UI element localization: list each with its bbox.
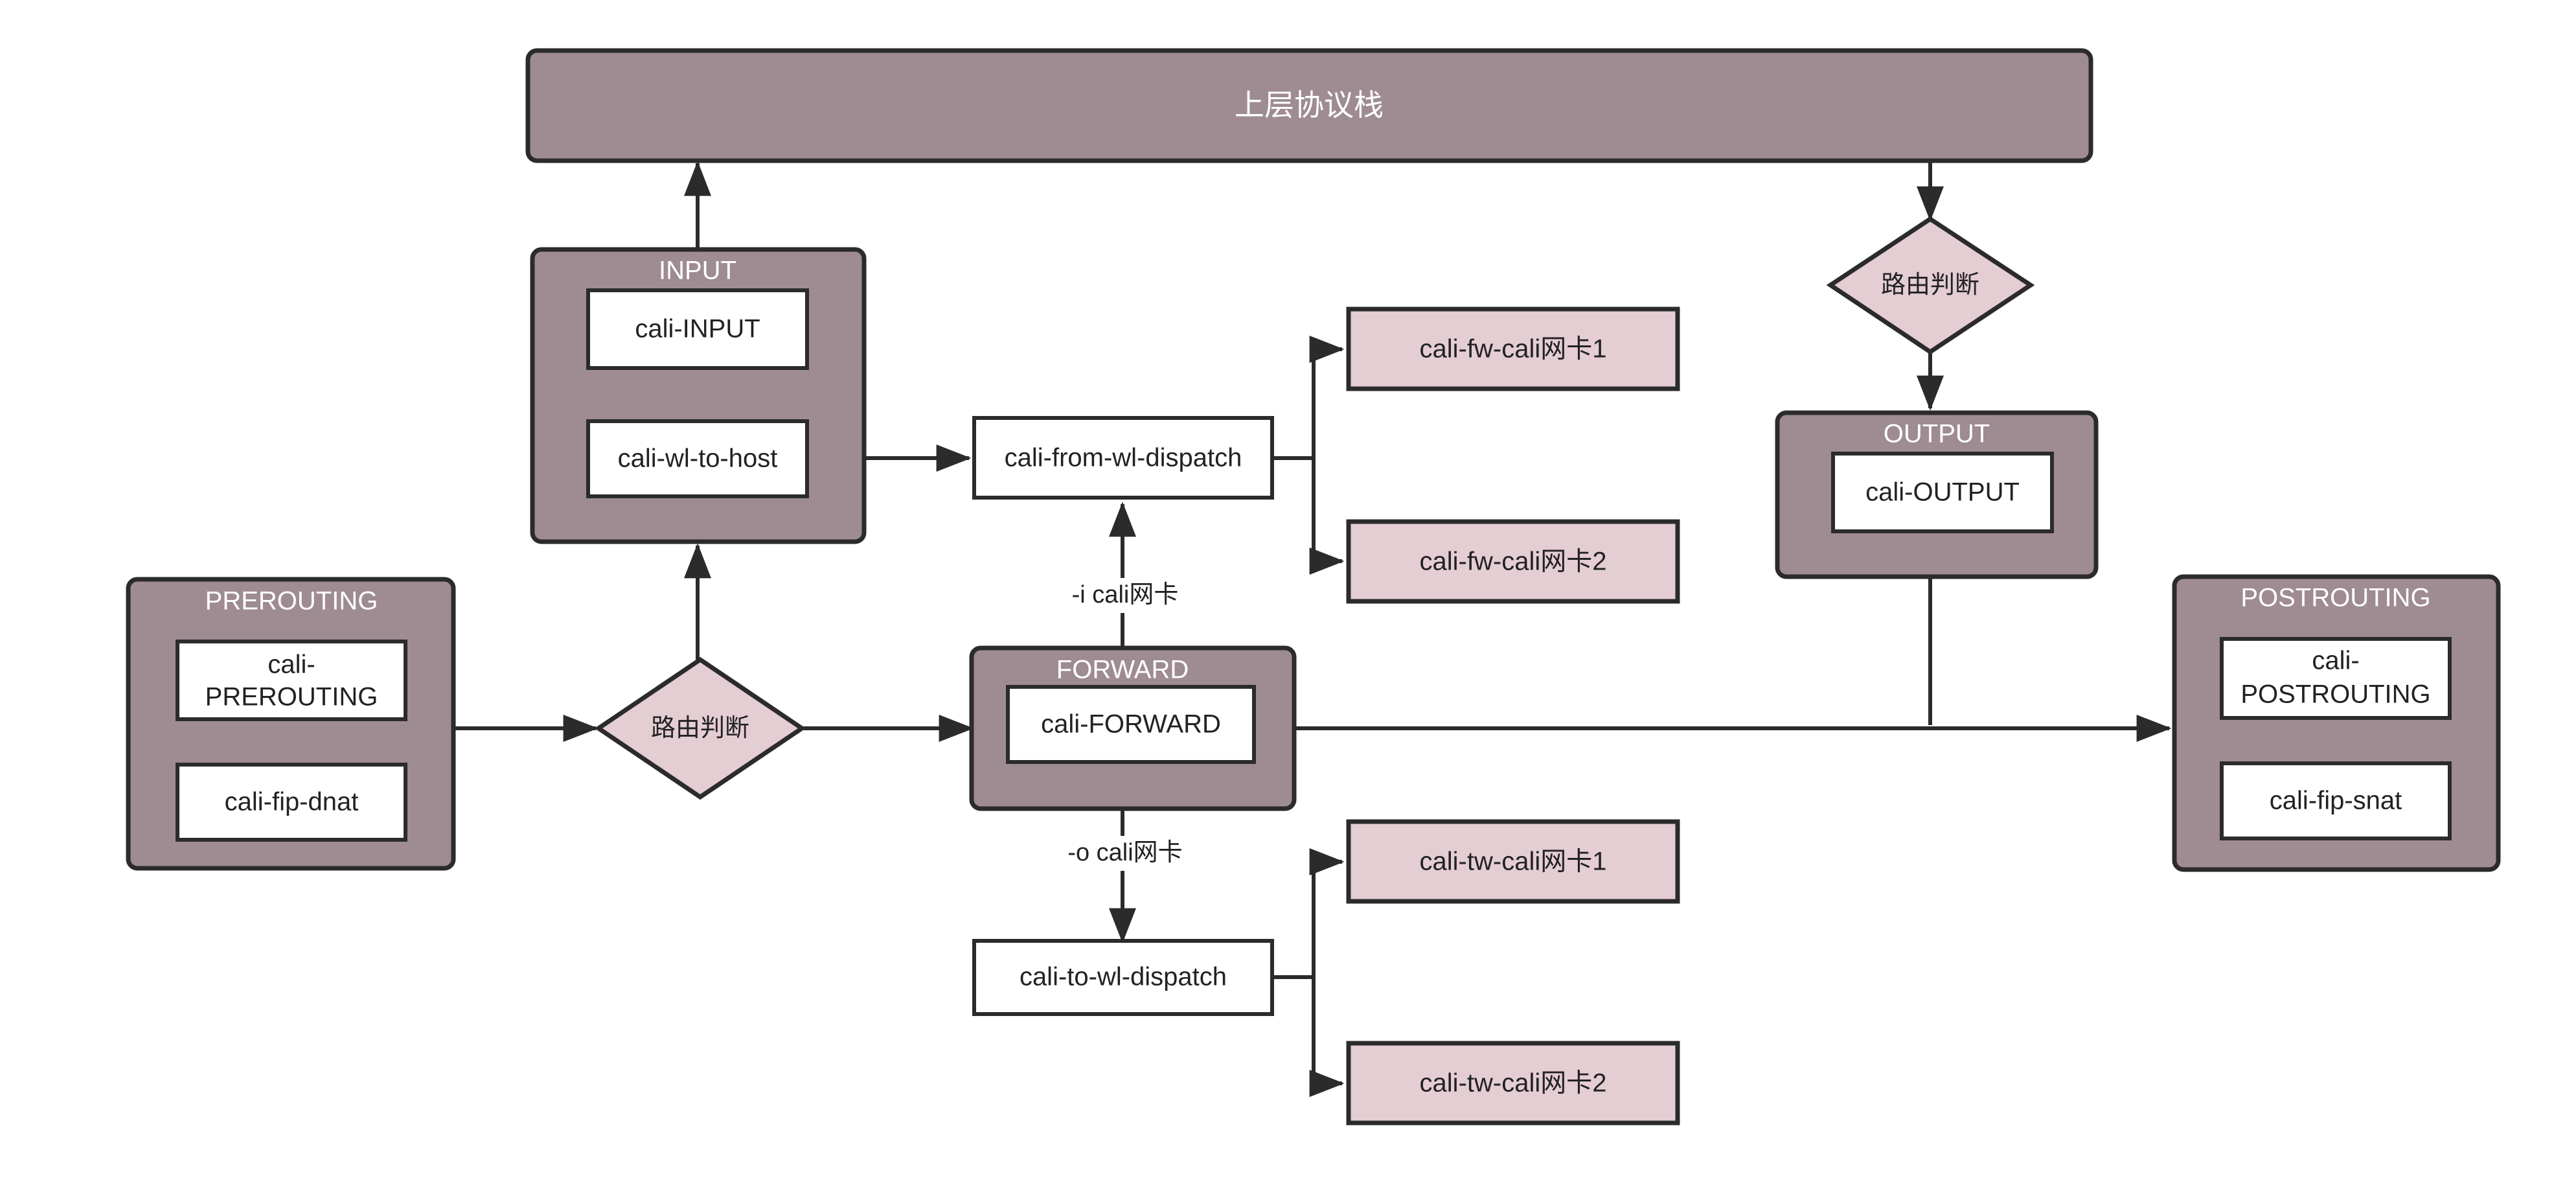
chain-cali-from-wl-dispatch-rect[interactable] [972,416,1274,500]
chain-cali-forward-rect[interactable] [1006,685,1256,764]
chain-cali-input-label: cali-INPUT [635,315,760,343]
group-output: OUTPUT cali-OUTPUT [1775,410,2099,579]
edge-label-in-iface: -i cali网卡 [1044,578,1206,613]
group-postrouting: POSTROUTING cali- POSTROUTING cali-fip-s… [2172,574,2501,872]
policy-chain-fw1-label: cali-fw-cali网卡1 [1420,335,1607,364]
route-right-diamond [1826,216,2035,355]
policy-chain-fw2-label: cali-fw-cali网卡2 [1420,548,1607,576]
chain-cali-output-rect[interactable] [1831,452,2054,533]
edge-label-out-iface-backing [1044,836,1206,871]
route-left-label: 路由判断 [651,715,749,742]
group-forward: FORWARD cali-FORWARD [969,645,1297,811]
chain-cali-input-rect[interactable] [586,288,809,370]
edge-from-wl-dispatch-to-fw2 [1273,456,1345,575]
chain-cali-fip-dnat-rect[interactable] [176,763,407,842]
node-cali-fw-nic1[interactable]: cali-fw-cali网卡1 [1346,306,1680,391]
chain-cali-forward-label: cali-FORWARD [1041,710,1221,739]
chain-cali-to-wl-dispatch-label: cali-to-wl-dispatch [1020,963,1227,991]
policy-chain-tw2-rect[interactable] [1346,1041,1680,1126]
policy-chain-tw2-label: cali-tw-cali网卡2 [1420,1069,1607,1098]
edge-to-wl-dispatch-to-tw2 [1273,975,1345,1097]
policy-chain-tw1-rect[interactable] [1346,819,1680,904]
postrouting-group-title: POSTROUTING [2240,584,2430,612]
node-cali-tw-nic1[interactable]: cali-tw-cali网卡1 [1346,819,1680,904]
decision-route-right: 路由判断 [1826,216,2035,355]
chain-cali-wl-to-host-rect[interactable] [586,419,809,498]
banner-rect [525,48,2093,163]
node-cali-from-wl-dispatch[interactable]: cali-from-wl-dispatch [972,416,1274,500]
decision-route-left: 路由判断 [594,656,806,800]
output-group-title: OUTPUT [1884,420,1990,448]
chain-cali-wl-to-host-label: cali-wl-to-host [618,445,778,473]
chain-cali-fip-dnat-label: cali-fip-dnat [225,788,359,816]
node-cali-to-wl-dispatch[interactable]: cali-to-wl-dispatch [972,939,1274,1016]
chain-cali-output-label: cali-OUTPUT [1865,478,2020,507]
edge-to-wl-dispatch-to-tw1 [1273,848,1345,979]
policy-chain-fw1-rect[interactable] [1346,306,1680,391]
edge-from-wl-dispatch-to-fw1 [1273,336,1345,460]
route-left-diamond [594,656,806,800]
chain-cali-prerouting-rect[interactable] [176,640,407,721]
forward-group-title: FORWARD [1056,656,1189,684]
node-cali-tw-nic2[interactable]: cali-tw-cali网卡2 [1346,1041,1680,1126]
banner-label: 上层协议栈 [1235,88,1384,122]
chain-cali-fip-snat-rect[interactable] [2220,761,2452,840]
edge-label-in-iface-backing [1044,578,1206,613]
node-cali-fw-nic2[interactable]: cali-fw-cali网卡2 [1346,519,1680,604]
edge-label-in-iface-text: -i cali网卡 [1072,581,1179,608]
edge-label-out-iface: -o cali网卡 [1044,836,1206,871]
policy-chain-tw1-label: cali-tw-cali网卡1 [1420,848,1607,876]
route-right-label: 路由判断 [1881,271,1979,299]
upper-protocol-stack-banner: 上层协议栈 [525,48,2093,163]
chain-cali-postrouting-rect[interactable] [2220,637,2452,720]
group-prerouting: PREROUTING cali- PREROUTING cali-fip-dna… [126,577,456,871]
input-group-title: INPUT [659,257,736,285]
chain-cali-to-wl-dispatch-rect[interactable] [972,939,1274,1016]
chain-cali-postrouting-label-line1: cali- [2312,647,2359,675]
chain-cali-prerouting-label-line2: PREROUTING [205,683,378,711]
chain-cali-fip-snat-label: cali-fip-snat [2270,787,2402,815]
policy-chain-fw2-rect[interactable] [1346,519,1680,604]
edge-label-out-iface-text: -o cali网卡 [1067,839,1182,866]
chain-cali-prerouting-label-line1: cali- [268,651,315,679]
chain-cali-postrouting-label-line2: POSTROUTING [2240,680,2430,709]
prerouting-group-title: PREROUTING [205,587,378,616]
group-input: INPUT cali-INPUT cali-wl-to-host [530,247,867,544]
chain-cali-from-wl-dispatch-label: cali-from-wl-dispatch [1005,444,1242,472]
